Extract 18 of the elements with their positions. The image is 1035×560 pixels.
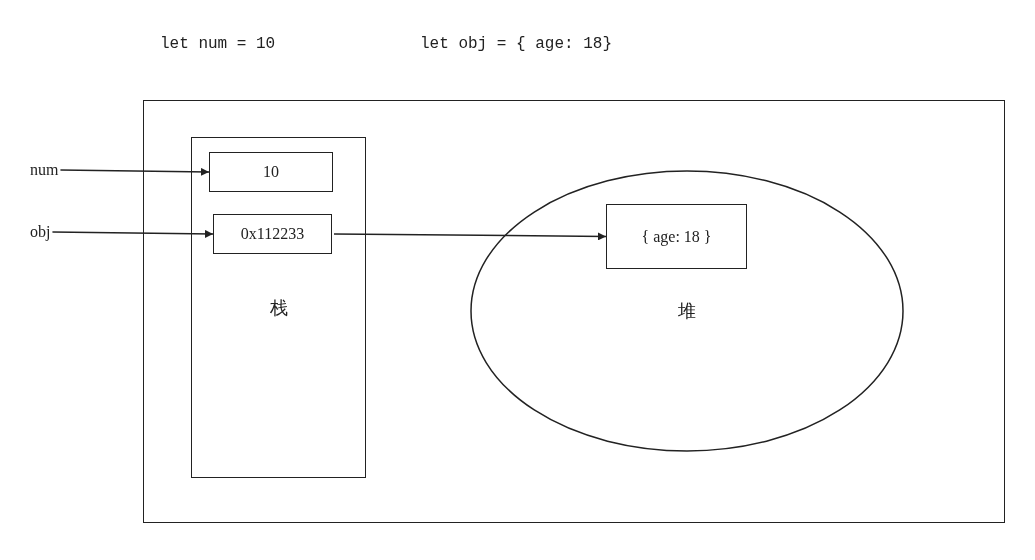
value-box (606, 204, 747, 269)
code-text: let num = 10 (160, 35, 276, 53)
value-text: 0x112233 (240, 225, 305, 243)
arrow (59, 167, 210, 176)
code-text: let obj = { age: 18} (420, 35, 613, 53)
heap-ellipse (470, 170, 904, 452)
value-text: { age: 18 } (641, 227, 712, 246)
variable-label: num (30, 158, 76, 182)
area-label: 栈 (269, 296, 288, 320)
value-box (209, 152, 333, 192)
area-label: 堆 (678, 300, 696, 323)
arrow (51, 229, 214, 238)
value-box (213, 214, 332, 254)
value-text: 10 (263, 163, 279, 181)
stack-box (191, 137, 366, 478)
variable-label: obj (30, 220, 72, 244)
frame-box (143, 100, 1005, 523)
arrow (333, 232, 607, 241)
